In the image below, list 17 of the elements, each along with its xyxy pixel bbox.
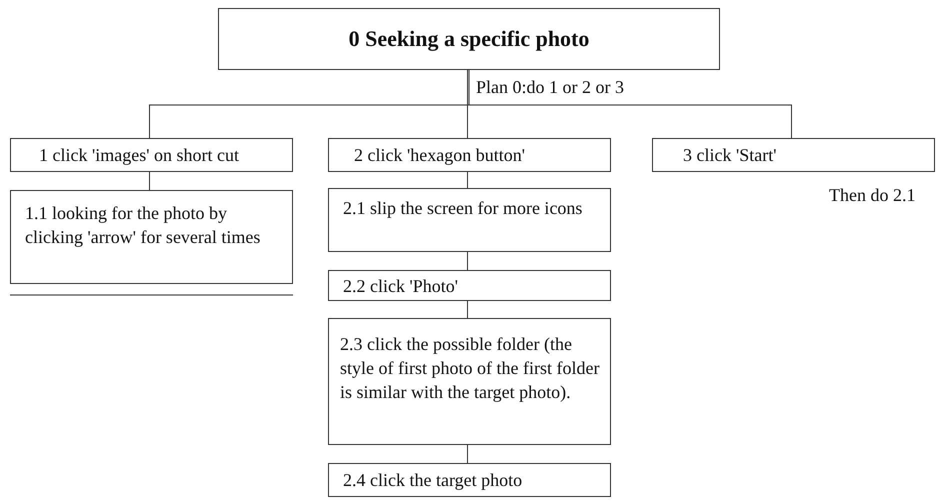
task-box: 2 click 'hexagon button' xyxy=(328,138,611,172)
connector-line xyxy=(467,70,468,138)
connector-line xyxy=(467,444,468,464)
task-box: 1 click 'images' on short cut xyxy=(10,138,293,172)
task-box: 2.3 click the possible folder (the style of first photo of the first folder is similar with the target photo). xyxy=(328,318,611,445)
task-box: 2.2 click 'Photo' xyxy=(328,270,611,301)
connector-line xyxy=(467,172,468,188)
connector-line xyxy=(149,172,150,190)
task-box: 1.1 looking for the photo by clicking 'arrow' for several times xyxy=(10,190,293,284)
plan-note: Plan 0:do 1 or 2 or 3 xyxy=(476,76,624,98)
task-box: 2.4 click the target photo xyxy=(328,463,611,497)
connector-line xyxy=(467,300,468,318)
goal-box: 0 Seeking a specific photo xyxy=(218,8,720,70)
connector-line xyxy=(467,252,468,270)
task-box: 3 click 'Start' xyxy=(652,138,935,172)
task-box: 2.1 slip the screen for more icons xyxy=(328,188,611,252)
plan-note: Then do 2.1 xyxy=(829,184,916,206)
